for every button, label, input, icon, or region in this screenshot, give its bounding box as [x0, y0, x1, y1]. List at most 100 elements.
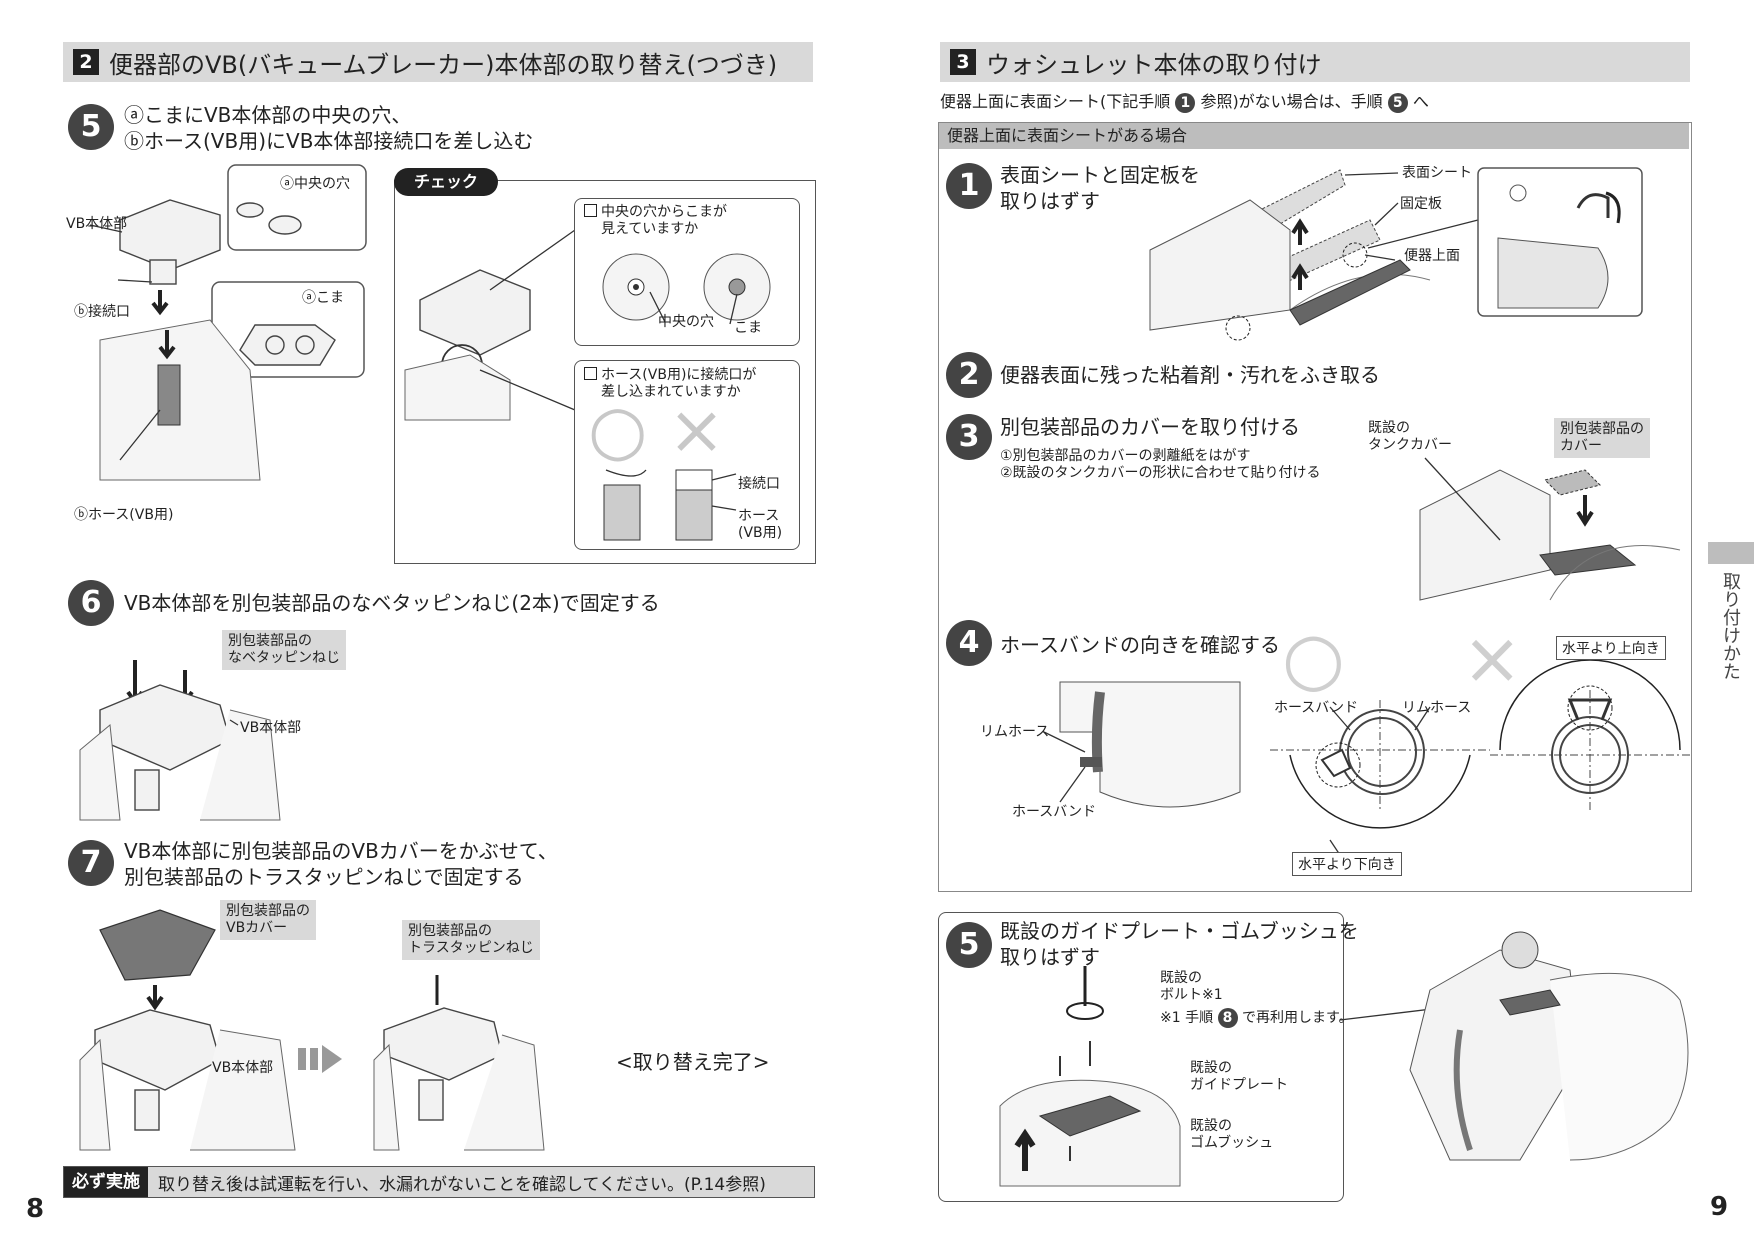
sheet-panel-header: 便器上面に表面シートがある場合 [939, 123, 1689, 149]
r-step3-sub2: ②既設のタンクカバーの形状に合わせて貼り付ける [1000, 465, 1321, 481]
intro-badge-1: 1 [1175, 92, 1196, 113]
label-rim-hose: リムホース [980, 724, 1050, 740]
label-existing-rubber-bush: 既設の ゴムブッシュ [1190, 1118, 1273, 1152]
label-fixing-plate: 固定板 [1400, 196, 1442, 212]
label-check-connector: 接続口 [738, 476, 780, 492]
check-hose-line2: (VB用) [738, 525, 783, 541]
left-section-title: 便器部のVB(バキュームブレーカー)本体部の取り替え(つづき) [109, 50, 778, 79]
separate-cover-line2: カバー [1560, 438, 1602, 454]
label-vb-cover: 別包装部品の VBカバー [220, 900, 316, 940]
left-section-number: 2 [73, 49, 99, 75]
hose-connection-illustration [603, 469, 737, 541]
existing-bolt-line1: 既設の [1160, 970, 1202, 986]
notice-bar: 必ず実施 取り替え後は試運転を行い、水漏れがないことを確認してください。(P.1… [63, 1166, 815, 1198]
label-separate-cover: 別包装部品の カバー [1554, 418, 1650, 458]
check-panel [394, 180, 816, 564]
replacement-complete: <取り替え完了> [616, 1050, 770, 1074]
label-hose-band: ホースバンド [1012, 804, 1096, 820]
check-tag: チェック [394, 168, 498, 196]
note-part-b: で再利用します。 [1242, 1010, 1353, 1026]
right-intro: 便器上面に表面シート(下記手順 1 参照)がない場合は、手順 5 へ [940, 90, 1429, 114]
bolt-reuse-note: ※1 手順 8 で再利用します。 [1160, 1008, 1353, 1028]
step5-line1: ⓐこまにVB本体部の中央の穴、 [124, 103, 412, 127]
intro-part-b: 参照)がない場合は、手順 [1200, 92, 1383, 111]
label-step7-vb-body: VB本体部 [212, 1060, 274, 1076]
r-step4-ok-mark: ○ [1282, 616, 1345, 700]
check-q2-text: ホース(VB用)に接続口が 差し込まれていますか [584, 367, 756, 401]
r-step1-line1: 表面シートと固定板を [1000, 163, 1200, 187]
vb-assembly-illustration [89, 164, 367, 481]
label-rim-hose-2: リムホース [1402, 700, 1472, 716]
step7-line2: 別包装部品のトラスタッピンねじで固定する [124, 865, 524, 889]
step7-line1: VB本体部に別包装部品のVBカバーをかぶせて、 [124, 839, 558, 863]
check-hose-line1: ホース [738, 508, 780, 524]
step5-number: 5 [68, 104, 114, 150]
label-check-hose: ホース (VB用) [738, 508, 782, 542]
step5-instructions: ⓐこまにVB本体部の中央の穴、 ⓑホース(VB用)にVB本体部接続口を差し込む [124, 102, 533, 154]
r-step2-number: 2 [946, 352, 992, 398]
left-section-header: 2 便器部のVB(バキュームブレーカー)本体部の取り替え(つづき) [63, 42, 813, 82]
check-q1-text: 中央の穴からこまが 見えていますか [584, 204, 727, 238]
rim-hose-illustration [1043, 681, 1241, 808]
label-check-koma: こま [734, 320, 762, 336]
right-section-title: ウォシュレット本体の取り付け [986, 50, 1322, 79]
r-step5-line2: 取りはずす [1000, 945, 1100, 969]
label-existing-tank-cover: 既設の タンクカバー [1368, 420, 1452, 454]
truss-screw-line2: トラスタッピンねじ [408, 940, 534, 956]
r-step3-text: 別包装部品のカバーを取り付ける [1000, 415, 1300, 439]
step5-line2: ⓑホース(VB用)にVB本体部接続口を差し込む [124, 129, 534, 153]
r-step4-number: 4 [946, 620, 992, 666]
label-truss-screw: 別包装部品の トラスタッピンねじ [402, 920, 540, 960]
check-machine-illustration [404, 229, 576, 421]
label-below-horizontal: 水平より下向き [1292, 852, 1402, 876]
intro-part-c: へ [1412, 92, 1429, 111]
guide-plate-removal-illustration [999, 966, 1181, 1187]
label-above-horizontal: 水平より上向き [1556, 636, 1666, 660]
sheet-panel [938, 122, 1692, 892]
right-section-number: 3 [950, 49, 976, 75]
vb-cover-line1: 別包装部品の [226, 903, 310, 919]
check-q1-line2: 見えていますか [601, 221, 699, 237]
hose-band-ng-diagram [1490, 659, 1690, 810]
r-step1-instructions: 表面シートと固定板を 取りはずす [1000, 162, 1200, 214]
separate-cover-line1: 別包装部品の [1560, 421, 1644, 437]
step7-number: 7 [68, 840, 114, 886]
r-step2-text: 便器表面に残った粘着剤・汚れをふき取る [1000, 363, 1380, 387]
right-page-number: 9 [1710, 1192, 1729, 1222]
r-step4-text: ホースバンドの向きを確認する [1000, 633, 1280, 657]
step7-completed-illustration [373, 975, 545, 1151]
hose-band-ok-diagram [1270, 700, 1490, 871]
existing-bolt-line2: ボルト※1 [1160, 987, 1223, 1003]
step6-text: VB本体部を別包装部品のなベタッピンねじ(2本)で固定する [124, 591, 660, 615]
toilet-overview-illustration [1339, 931, 1689, 1161]
left-page-number: 8 [26, 1194, 45, 1224]
label-existing-guide-plate: 既設の ガイドプレート [1190, 1060, 1288, 1094]
check-q2-line1: ホース(VB用)に接続口が [601, 367, 757, 383]
vb-cover-line2: VBカバー [226, 920, 288, 936]
r-step3-sub1: ①別包装部品のカバーの剥離紙をはがす [1000, 448, 1251, 464]
truss-screw-line1: 別包装部品の [408, 923, 492, 939]
side-tab-bar [1708, 542, 1754, 564]
check-q2-line2: 差し込まれていますか [601, 384, 741, 400]
step6-illustration [79, 660, 281, 821]
note-part-a: ※1 手順 [1160, 1010, 1214, 1026]
r-step4-ng-mark: × [1462, 616, 1523, 700]
koma-disks-illustration [602, 253, 771, 325]
note-badge-8: 8 [1217, 1008, 1238, 1028]
sheet-closeup-illustration [1477, 167, 1643, 317]
r-step5-instructions: 既設のガイドプレート・ゴムブッシュを 取りはずす [1000, 918, 1359, 970]
notice-tag: 必ず実施 [64, 1167, 148, 1197]
check-q1-line1: 中央の穴からこまが [601, 204, 727, 220]
step7-cover-illustration [79, 909, 342, 1151]
label-koma: ⓐこま [302, 290, 344, 306]
label-surface-sheet: 表面シート [1402, 165, 1472, 181]
label-hose-vb: ⓑホース(VB用) [74, 507, 174, 523]
r-step3-number: 3 [946, 414, 992, 460]
label-nabe-screw: 別包装部品の なベタッピンねじ [222, 630, 346, 670]
intro-part-a: 便器上面に表面シート(下記手順 [940, 92, 1171, 111]
label-check-center-hole: 中央の穴 [658, 314, 714, 330]
nabe-screw-line1: 別包装部品の [228, 633, 312, 649]
nabe-screw-line2: なベタッピンねじ [228, 650, 340, 666]
r-step3-subs: ①別包装部品のカバーの剥離紙をはがす ②既設のタンクカバーの形状に合わせて貼り付… [1000, 448, 1321, 482]
label-existing-bolt: 既設の ボルト※1 [1160, 970, 1223, 1004]
